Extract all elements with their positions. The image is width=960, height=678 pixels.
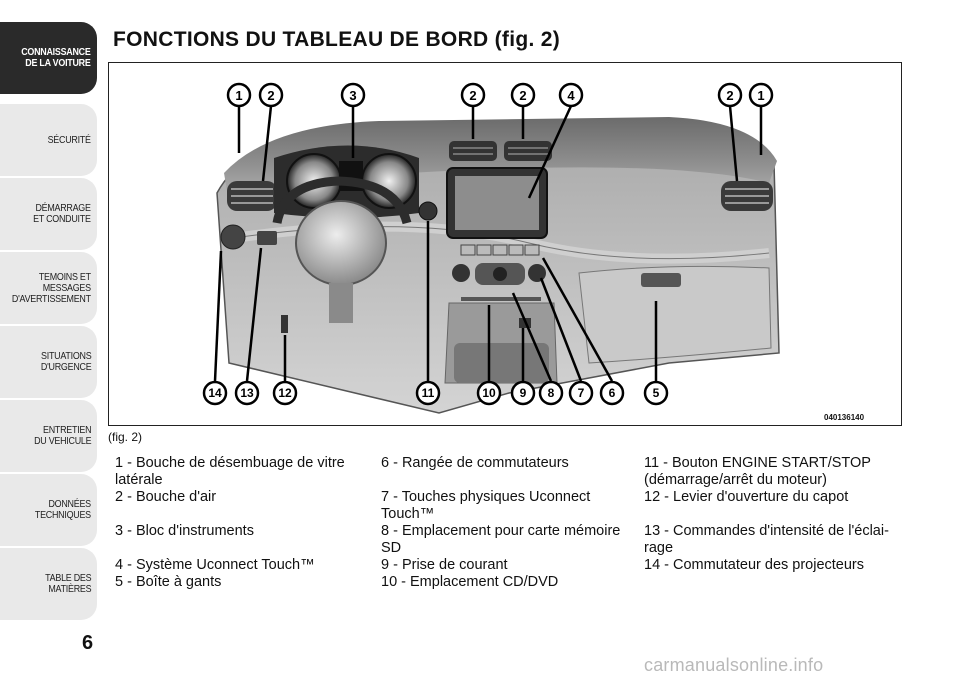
legend-item: 3 - Bloc d'instruments [115,523,254,539]
legend-column-2: 6 - Rangée de commutateurs 7 - Touches p… [381,455,631,591]
legend-item: 4 - Système Uconnect Touch™ [115,557,315,573]
legend-item: 9 - Prise de courant [381,557,508,573]
hood-release-icon [281,315,288,333]
callout-2-right: 2 [717,82,743,108]
legend-item: 5 - Boîte à gants [115,574,222,590]
watermark: carmanualsonline.info [644,655,824,675]
callout-5: 5 [643,380,669,406]
svg-text:13: 13 [240,386,254,400]
tab-demarrage-conduite[interactable]: DÉMARRAGE ET CONDUITE [0,178,97,250]
page-number: 6 [82,632,94,654]
callout-12: 12 [272,380,298,406]
svg-text:2: 2 [519,88,526,103]
legend-item: 10 - Emplacement CD/DVD [381,574,559,590]
callout-8: 8 [538,380,564,406]
callout-9: 9 [510,380,536,406]
legend-item: 14 - Commutateur des projecteurs [644,557,865,573]
center-air-vents-icon [449,141,552,161]
callout-lines-top [237,105,763,199]
callout-4: 4 [558,82,584,108]
tab-connaissance-voiture[interactable]: CONNAISSANCE DE LA VOITURE [0,22,97,94]
legend-item: 8 - Emplacement pour carte mémoire SD [381,523,621,556]
callout-13: 13 [234,380,260,406]
callout-2-center-right: 2 [510,82,536,108]
dimmer-switch-icon [257,231,277,245]
legend-item: 2 - Bouche d'air [115,489,217,505]
svg-text:7: 7 [578,386,585,400]
tab-donnees-techniques[interactable]: DONNÉES TECHNIQUES [0,474,97,546]
svg-text:8: 8 [548,386,555,400]
tab-situations-urgence[interactable]: SITUATIONS D'URGENCE [0,326,97,398]
cd-slot-icon [461,297,541,301]
callout-1-right: 1 [748,82,774,108]
svg-text:10: 10 [482,386,496,400]
svg-text:2: 2 [267,88,274,103]
svg-text:11: 11 [422,386,435,400]
callout-2-center-left: 2 [460,82,486,108]
callout-10: 10 [476,380,502,406]
legend-column-1: 1 - Bouche de désembuage de vitre latéra… [115,455,360,591]
callouts-bottom: 14 13 12 11 10 9 8 7 6 5 [202,380,669,406]
svg-text:2: 2 [469,88,476,103]
callout-3: 3 [340,82,366,108]
legend-item: 12 - Levier d'ouverture du capot [644,489,849,505]
callout-2-left: 2 [258,82,284,108]
figure-caption: (fig. 2) [108,430,143,444]
callout-lines-bottom [213,221,658,382]
callout-11: 11 [415,380,441,406]
steering-wheel-icon [272,176,412,323]
callout-7: 7 [568,380,594,406]
left-air-vent-icon [227,181,277,211]
svg-text:4: 4 [567,88,575,103]
tab-securite[interactable]: SÉCURITÉ [0,104,97,176]
callouts-top: 1 2 3 2 2 4 2 1 [226,82,774,108]
right-air-vent-icon [721,181,773,211]
callout-1-left: 1 [226,82,252,108]
uconnect-touchscreen-icon [446,167,548,239]
tab-table-matieres[interactable]: TABLE DES MATIÈRES [0,548,97,620]
svg-text:6: 6 [609,386,616,400]
legend-item: 1 - Bouche de désembuage de vitre latéra… [115,455,345,488]
svg-text:14: 14 [208,386,222,400]
figure-code: 040136140 [824,413,865,422]
switch-bank-icon [460,244,540,256]
svg-text:12: 12 [278,386,292,400]
tab-entretien-vehicule[interactable]: ENTRETIEN DU VEHICULE [0,400,97,472]
page-title: FONCTIONS DU TABLEAU DE BORD (fig. 2) [113,28,561,51]
tab-temoins-messages[interactable]: TEMOINS ET MESSAGES D'AVERTISSEMENT [0,252,97,324]
callout-6: 6 [599,380,625,406]
legend-item: 6 - Rangée de commutateurs [381,455,569,471]
legend-item: 13 - Commandes d'intensité de l'éclai-ra… [644,523,889,556]
headlamp-switch-icon [220,224,246,250]
legend-item: 7 - Touches physiques Uconnect Touch™ [381,489,591,522]
callout-14: 14 [202,380,228,406]
svg-text:3: 3 [349,88,356,103]
svg-text:5: 5 [653,386,660,400]
hvac-controls-icon [452,263,546,285]
svg-text:2: 2 [726,88,733,103]
engine-start-button-icon [418,201,438,221]
svg-text:1: 1 [235,88,242,103]
svg-text:9: 9 [520,386,527,400]
dashboard-top [224,117,777,203]
glove-box-icon [578,265,772,364]
svg-text:1: 1 [757,88,764,103]
legend-column-3: 11 - Bouton ENGINE START/STOP (démarrage… [644,455,894,574]
dashboard-illustration: 1 2 3 2 2 4 2 1 14 13 12 11 10 9 8 7 6 5… [202,82,865,422]
dashboard-figure: 1 2 3 2 2 4 2 1 14 13 12 11 10 9 8 7 6 5… [108,62,902,426]
legend-item: 11 - Bouton ENGINE START/STOP (démarrage… [644,455,871,488]
